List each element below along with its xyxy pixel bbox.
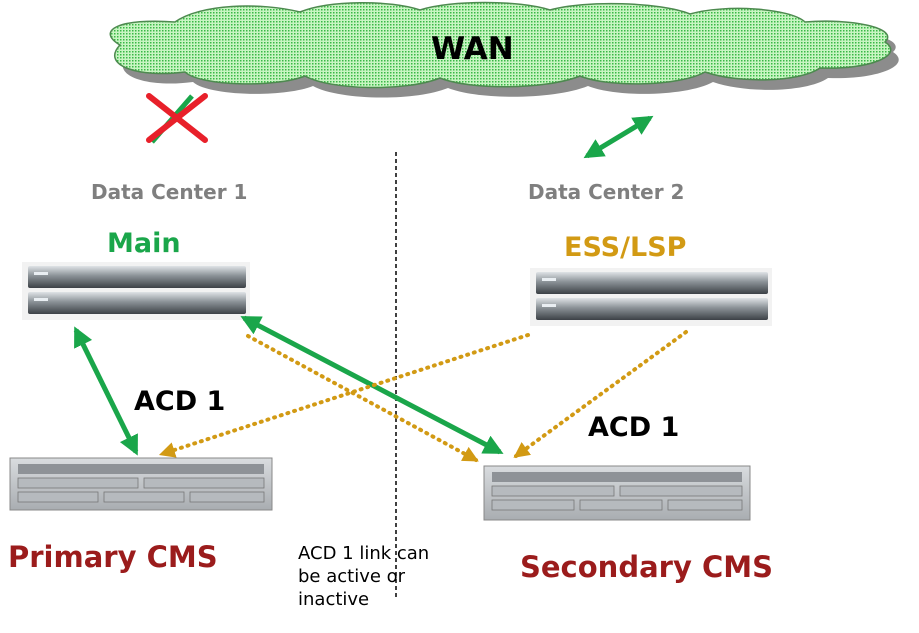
- main-server: [22, 262, 250, 320]
- wan-cloud: [109, 1, 899, 98]
- link-main-primary-cms: [73, 326, 139, 456]
- main-label: Main: [107, 228, 181, 259]
- link-ess-primary-cms: [158, 333, 530, 458]
- link-note-line: be active or: [298, 566, 406, 587]
- link-note-line: ACD 1 link can: [298, 543, 430, 564]
- link-note-line: inactive: [298, 589, 370, 610]
- acd-right-label: ACD 1: [588, 412, 680, 443]
- link-ess-secondary-cms: [513, 330, 688, 458]
- secondary-cms-server: [483, 465, 751, 521]
- link-main-secondary-cms-standby: [246, 334, 479, 462]
- link-failed-x-icon: [146, 93, 208, 143]
- data-center-1-label: Data Center 1: [91, 180, 248, 204]
- wan-link-dc2: [583, 115, 654, 159]
- primary-cms-server: [9, 457, 273, 511]
- primary-cms-label: Primary CMS: [8, 540, 218, 574]
- ess-lsp-label: ESS/LSP: [564, 232, 687, 263]
- secondary-cms-label: Secondary CMS: [520, 550, 773, 584]
- link-note: ACD 1 link can be active or inactive: [298, 542, 478, 611]
- acd-left-label: ACD 1: [134, 386, 226, 417]
- wan-label: WAN: [431, 31, 514, 67]
- ess-lsp-server: [530, 268, 772, 326]
- data-center-2-label: Data Center 2: [528, 180, 685, 204]
